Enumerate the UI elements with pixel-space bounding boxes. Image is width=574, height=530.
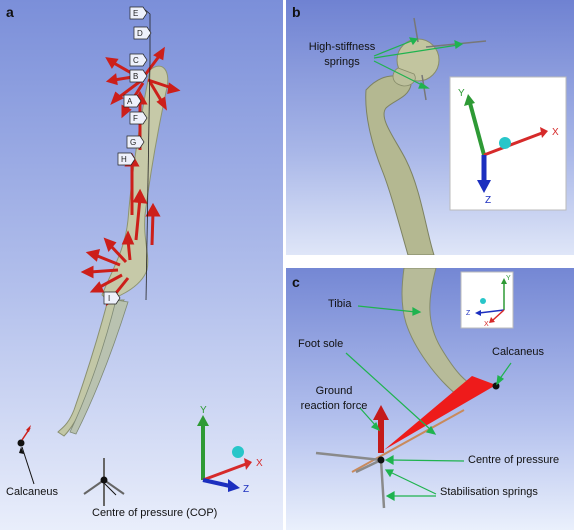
- axis-c-y-label: Y: [506, 275, 511, 282]
- axis-c-z-label: Z: [466, 310, 471, 317]
- foot-sole-line: [351, 409, 465, 473]
- springs-label-b: High-stiffness springs: [308, 41, 376, 68]
- axis-triad-b: Y X Z: [458, 88, 559, 206]
- axis-a-z-label: Z: [243, 484, 249, 495]
- axis-triad-c: Y Z X: [466, 275, 511, 328]
- axis-c-x-label: X: [484, 321, 489, 328]
- panel-a-figure: E D C B A F G H I: [17, 6, 263, 506]
- springs-annotation-arrows: [373, 37, 464, 89]
- panel-b-letter: b: [292, 4, 301, 20]
- tibia-label-c: Tibia: [328, 298, 352, 310]
- grf-label-c: Ground reaction force: [300, 385, 368, 412]
- panel-a-letter: a: [6, 4, 14, 20]
- point-F: F: [133, 114, 138, 123]
- calcaneus-label-c: Calcaneus: [492, 346, 544, 358]
- panel-c-figure: Y Z X: [315, 268, 514, 509]
- calcaneus-dot: [17, 439, 25, 447]
- point-B: B: [133, 72, 138, 81]
- point-D: D: [137, 29, 143, 38]
- calcaneus-label-a: Calcaneus: [6, 486, 58, 498]
- stab-springs: [315, 451, 386, 509]
- panel-c-letter: c: [292, 274, 300, 290]
- stab-springs-label-c: Stabilisation springs: [440, 486, 538, 498]
- point-I: I: [108, 294, 110, 303]
- cop-label-a: Centre of pressure (COP): [92, 507, 218, 519]
- calcaneus-leader: [21, 446, 35, 485]
- calcaneus-c-dot: [492, 382, 500, 390]
- panel-b-figure: Y X Z: [365, 17, 567, 255]
- foot-sole-shape: [384, 376, 496, 450]
- axis-a-y-label: Y: [200, 405, 207, 416]
- panel-b: b Y X Z H: [286, 0, 574, 255]
- point-C: C: [133, 56, 139, 65]
- cop-springs: [83, 458, 125, 506]
- point-A: A: [127, 97, 133, 106]
- point-E: E: [133, 9, 138, 18]
- axis-b-z-label: Z: [485, 195, 491, 206]
- cop-label-c: Centre of pressure: [468, 454, 560, 466]
- axis-triad-a: Y X Z: [197, 405, 263, 495]
- axis-a-x-label: X: [256, 458, 263, 469]
- cop-leader: [103, 482, 117, 496]
- point-G: G: [130, 138, 136, 147]
- foot-sole-label-c: Foot sole: [298, 338, 344, 350]
- cop-dot: [100, 476, 108, 484]
- panel-c: c: [286, 268, 574, 530]
- axis-b-x-label: X: [552, 127, 559, 138]
- femur-b-shape: [365, 75, 435, 255]
- cop-c-dot: [377, 456, 385, 464]
- point-H: H: [121, 155, 127, 164]
- annotation-arrows-c: [345, 305, 512, 502]
- grf-arrow-head: [373, 405, 389, 420]
- panel-a: a: [0, 0, 283, 530]
- axis-b-y-label: Y: [458, 88, 465, 99]
- point-markers: E D C B A F G H I: [103, 6, 152, 305]
- fibula-shape: [69, 299, 129, 435]
